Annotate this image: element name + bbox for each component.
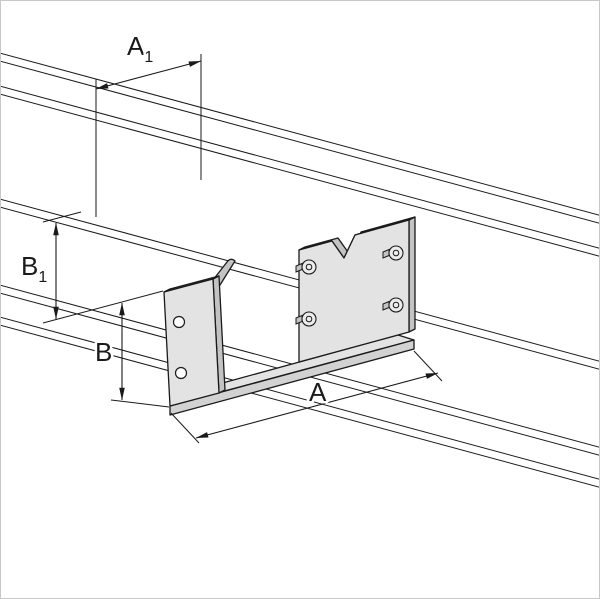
bolt [295, 259, 317, 275]
rail-line [1, 85, 599, 249]
extension-line [110, 399, 170, 408]
bolt [382, 245, 404, 261]
bolt-head-inner [305, 315, 313, 323]
dimension-label-a1: A1 [127, 31, 153, 66]
extension-line [413, 350, 443, 382]
dimension-line [95, 60, 202, 90]
extension-line [42, 211, 82, 223]
dimension-a1: A1 [95, 29, 202, 217]
bolt-head-icon [301, 259, 317, 275]
mounting-hole [174, 366, 188, 380]
bolt-head-inner [305, 263, 313, 271]
bolt-head-icon [388, 297, 404, 313]
bolt-head-inner [392, 301, 400, 309]
rail-line [1, 52, 599, 216]
dimension-line [195, 372, 439, 439]
dimension-label-b1: B1 [21, 251, 47, 286]
extension-line [42, 290, 164, 324]
dimension-a: A [170, 350, 443, 444]
extension-line [170, 412, 200, 444]
left-flange-face [163, 278, 220, 407]
bolt [382, 297, 404, 313]
bolt-head-icon [388, 245, 404, 261]
dimension-label-b: B [95, 337, 112, 367]
dimension-b1: B1 [19, 211, 164, 324]
plate-side-edge [408, 216, 416, 333]
bolt-head-icon [301, 311, 317, 327]
mounting-hole [172, 315, 186, 329]
mounting-bracket [163, 216, 416, 416]
rail-line [1, 93, 599, 257]
dimension-b: B [93, 302, 170, 408]
bolt [295, 311, 317, 327]
dimension-label-a: A [309, 377, 327, 407]
clamp-plate-face [298, 219, 410, 363]
bolt-head-inner [392, 249, 400, 257]
rail-line [1, 60, 599, 224]
